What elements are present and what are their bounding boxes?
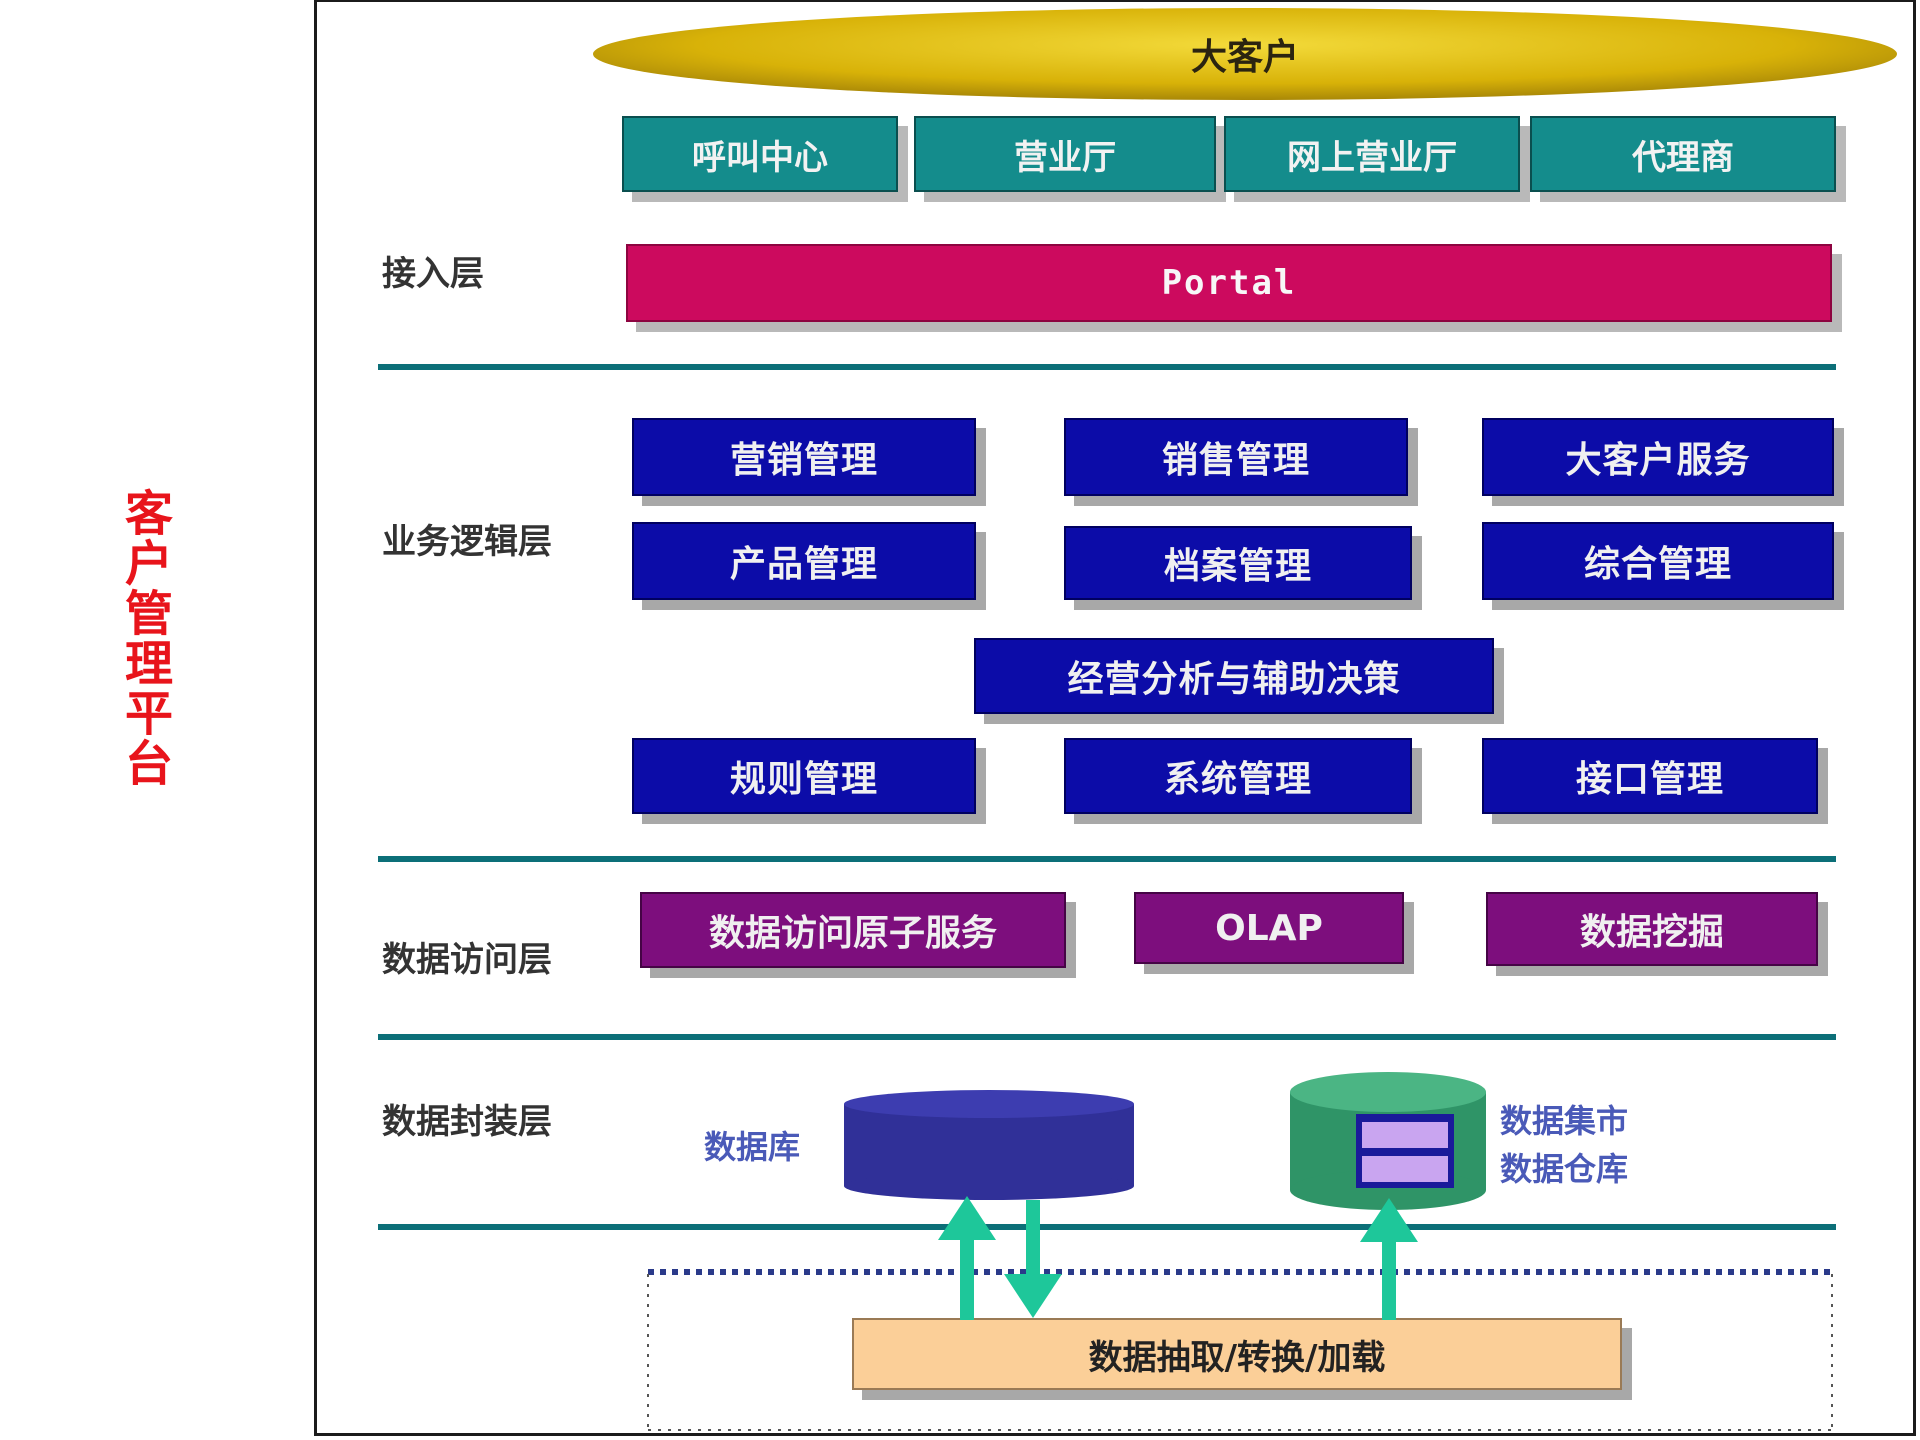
arrow-up-to-warehouse-icon (1382, 1234, 1396, 1320)
platform-title: 客户管理平台 (116, 488, 172, 788)
layer-divider (378, 856, 1836, 862)
customer-ellipse (593, 8, 1897, 100)
layer-label-data-access: 数据访问层 (382, 940, 552, 980)
module-product: 产品管理 (632, 522, 976, 600)
layer-divider (378, 364, 1836, 370)
module-rules: 规则管理 (632, 738, 976, 814)
architecture-diagram-frame (314, 0, 1916, 1436)
database-label: 数据库 (704, 1128, 801, 1166)
data-warehouse-cylinder-icon (1290, 1072, 1486, 1210)
module-olap: OLAP (1134, 892, 1404, 964)
data-warehouse-label: 数据仓库 (1500, 1150, 1629, 1188)
channel-business-hall: 营业厅 (914, 116, 1216, 192)
channel-agent: 代理商 (1530, 116, 1836, 192)
customer-label: 大客户 (1190, 37, 1299, 78)
channel-online-hall: 网上营业厅 (1224, 116, 1520, 192)
module-interface: 接口管理 (1482, 738, 1818, 814)
etl-box: 数据抽取/转换/加载 (852, 1318, 1622, 1390)
module-data-mining: 数据挖掘 (1486, 892, 1818, 966)
layer-label-access: 接入层 (382, 254, 484, 294)
module-vip-service: 大客户服务 (1482, 418, 1834, 496)
layer-label-data-encapsulation: 数据封装层 (382, 1102, 552, 1142)
layer-divider (378, 1034, 1836, 1040)
module-integrated: 综合管理 (1482, 522, 1834, 600)
etl-region-border (647, 1269, 1833, 1431)
portal-box: Portal (626, 244, 1832, 322)
channel-call-center: 呼叫中心 (622, 116, 898, 192)
arrow-down-from-database-icon (1026, 1200, 1040, 1286)
database-cylinder-icon (844, 1090, 1134, 1200)
module-system: 系统管理 (1064, 738, 1412, 814)
module-analysis-decision: 经营分析与辅助决策 (974, 638, 1494, 714)
data-flow-arrows (938, 1196, 1418, 1320)
module-sales: 销售管理 (1064, 418, 1408, 496)
module-archive: 档案管理 (1064, 526, 1412, 600)
layer-divider (378, 1224, 1836, 1230)
data-mart-label: 数据集市 (1500, 1102, 1629, 1140)
module-atomic-service: 数据访问原子服务 (640, 892, 1066, 968)
layer-label-business: 业务逻辑层 (382, 522, 552, 562)
arrow-up-to-database-icon (960, 1232, 974, 1320)
module-marketing: 营销管理 (632, 418, 976, 496)
